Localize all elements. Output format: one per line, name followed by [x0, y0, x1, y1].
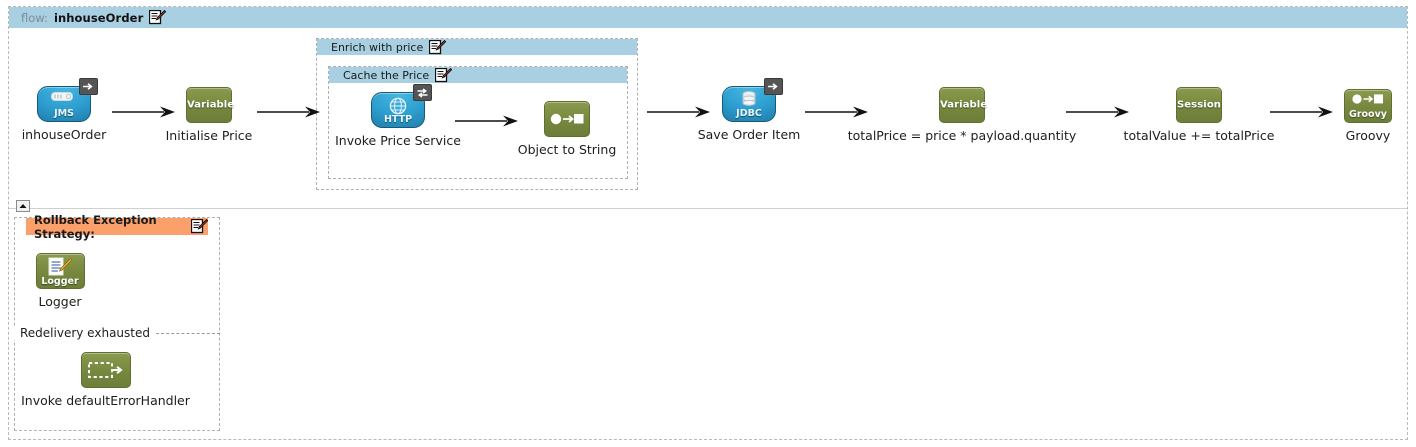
flow-reference-icon[interactable]: [80, 352, 131, 388]
request-response-badge: [413, 84, 432, 101]
variable-icon[interactable]: Variable: [939, 87, 988, 123]
flow-name: inhouseOrder: [53, 10, 144, 25]
transformer-icon[interactable]: [544, 101, 590, 137]
node-invoke-default-error-handler[interactable]: Invoke defaultErrorHandler: [21, 352, 190, 408]
node-label: Logger: [38, 294, 82, 309]
edit-pencil-icon[interactable]: [435, 67, 453, 83]
logger-icon-text: Logger: [41, 276, 79, 287]
database-glyph: [723, 91, 775, 107]
outbound-arrow-badge: [764, 78, 783, 95]
flow-container[interactable]: [8, 6, 1408, 440]
connector-arrow: [455, 115, 519, 127]
logger-icon[interactable]: Logger: [35, 253, 85, 289]
node-label: Initialise Price: [165, 128, 253, 143]
edit-pencil-icon[interactable]: [191, 219, 208, 234]
connector-arrow: [647, 106, 711, 118]
node-inhouse-order[interactable]: JMS inhouseOrder: [20, 78, 108, 142]
jms-icon-text: JMS: [54, 108, 74, 119]
groovy-glyph: [1345, 93, 1391, 105]
groovy-icon-text: Groovy: [1349, 109, 1387, 120]
variable-icon-text: Variable: [940, 99, 988, 111]
node-label: inhouseOrder: [21, 127, 107, 142]
jdbc-endpoint-icon[interactable]: JDBC: [722, 78, 783, 122]
exception-strategy-header[interactable]: Rollback Exception Strategy:: [26, 213, 208, 241]
groovy-transformer-icon[interactable]: Groovy: [1344, 89, 1392, 123]
scope-cache-header[interactable]: Cache the Price: [329, 67, 627, 83]
node-initialise-price[interactable]: Variable Initialise Price: [165, 87, 253, 143]
redelivery-divider-line: [155, 332, 220, 334]
http-icon-text: HTTP: [383, 114, 413, 125]
document-pencil-glyph: [37, 257, 84, 277]
jms-glyph: [38, 91, 90, 103]
edit-pencil-icon[interactable]: [429, 39, 447, 55]
node-label: Invoke Price Service: [335, 133, 461, 148]
connector-arrow: [1270, 106, 1334, 118]
node-total-price[interactable]: Variable totalPrice = price * payload.qu…: [848, 87, 1076, 143]
node-object-to-string[interactable]: Object to String: [518, 101, 616, 157]
variable-icon-text: Variable: [187, 99, 235, 111]
exception-strategy-container[interactable]: [14, 217, 220, 431]
scope-cache-title: Cache the Price: [343, 68, 430, 82]
node-groovy[interactable]: Groovy Groovy: [1338, 89, 1398, 143]
session-variable-icon[interactable]: Session: [1176, 87, 1222, 123]
scope-enrich-title: Enrich with price: [331, 40, 424, 54]
flow-header-bar[interactable]: flow: inhouseOrder: [9, 7, 1407, 28]
scope-enrich-header[interactable]: Enrich with price: [317, 39, 637, 55]
exception-strategy-title: Rollback Exception Strategy:: [34, 212, 157, 241]
connector-arrow: [1066, 106, 1130, 118]
session-icon-text: Session: [1177, 99, 1222, 111]
section-divider: [9, 208, 1407, 209]
jdbc-icon-text: JDBC: [736, 108, 762, 119]
flow-keyword: flow:: [21, 10, 48, 25]
node-total-value[interactable]: Session totalValue += totalPrice: [1099, 87, 1299, 143]
edit-pencil-icon[interactable]: [149, 10, 167, 25]
connector-arrow: [257, 106, 321, 118]
node-label: totalPrice = price * payload.quantity: [847, 128, 1077, 143]
redelivery-exhausted-label: Redelivery exhausted: [14, 326, 150, 340]
node-label: Invoke defaultErrorHandler: [21, 393, 190, 408]
scope-cache-the-price[interactable]: [328, 66, 628, 179]
collapse-handle[interactable]: [16, 200, 30, 212]
node-logger[interactable]: Logger Logger: [33, 253, 87, 309]
inbound-arrow-badge: [79, 78, 98, 95]
variable-icon[interactable]: Variable: [186, 87, 235, 123]
node-label: totalValue += totalPrice: [1123, 128, 1275, 143]
jms-endpoint-icon[interactable]: JMS: [37, 78, 98, 122]
redelivery-exhausted-divider: Redelivery exhausted: [14, 326, 220, 340]
node-label: Groovy: [1345, 128, 1391, 143]
transformer-glyph: [545, 112, 589, 126]
connector-arrow: [112, 106, 176, 118]
node-save-order-item[interactable]: JDBC Save Order Item: [698, 78, 800, 142]
node-label: Save Order Item: [697, 127, 801, 142]
flow-reference-glyph: [82, 361, 130, 379]
globe-glyph: [372, 97, 424, 115]
node-invoke-price-service[interactable]: HTTP Invoke Price Service: [335, 84, 461, 148]
http-endpoint-icon[interactable]: HTTP: [371, 84, 432, 128]
node-label: Object to String: [517, 142, 617, 157]
connector-arrow: [805, 106, 869, 118]
scope-enrich-with-price[interactable]: [316, 38, 638, 190]
